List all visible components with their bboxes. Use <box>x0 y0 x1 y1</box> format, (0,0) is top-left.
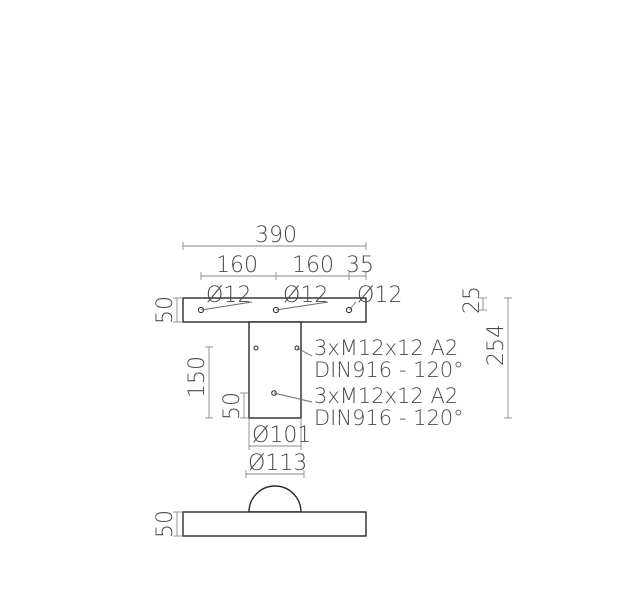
dim-label-plate-top: 50 <box>153 296 178 324</box>
note-screw-1-line-1: 3xM12x12 A2 <box>314 336 458 360</box>
side-view-tube-half <box>248 485 302 513</box>
dim-label-35: 35 <box>346 253 374 278</box>
leader-screw-1 <box>296 347 313 357</box>
note-screw-1-line-2: DIN916 - 120° <box>314 358 464 382</box>
dim-label-hole-2: Ø12 <box>283 283 328 308</box>
leader-hole-3 <box>348 301 357 311</box>
dim-label-hole-1: Ø12 <box>206 283 251 308</box>
dim-label-113: Ø113 <box>248 451 307 476</box>
dim-label-160-right: 160 <box>292 253 334 278</box>
note-screw-2-line-2: DIN916 - 120° <box>314 406 464 430</box>
dim-label-25: 25 <box>460 286 485 314</box>
leader-hole-2 <box>275 301 329 311</box>
dim-label-150: 150 <box>185 356 210 398</box>
dim-label-390: 390 <box>255 223 297 248</box>
note-screw-2-line-1: 3xM12x12 A2 <box>314 384 458 408</box>
dim-label-254: 254 <box>484 324 509 366</box>
dim-label-101: Ø101 <box>252 423 311 448</box>
dim-label-50-lower: 50 <box>220 392 245 420</box>
leader-screw-2 <box>273 392 313 403</box>
dim-label-160-left: 160 <box>216 253 258 278</box>
tube-screw-upper-left <box>253 345 259 351</box>
tube-body <box>248 321 302 419</box>
bottom-plate <box>182 511 367 537</box>
dim-label-plate-bottom: 50 <box>153 510 178 538</box>
dim-label-hole-3: Ø12 <box>357 283 402 308</box>
leader-hole-1 <box>200 301 253 311</box>
